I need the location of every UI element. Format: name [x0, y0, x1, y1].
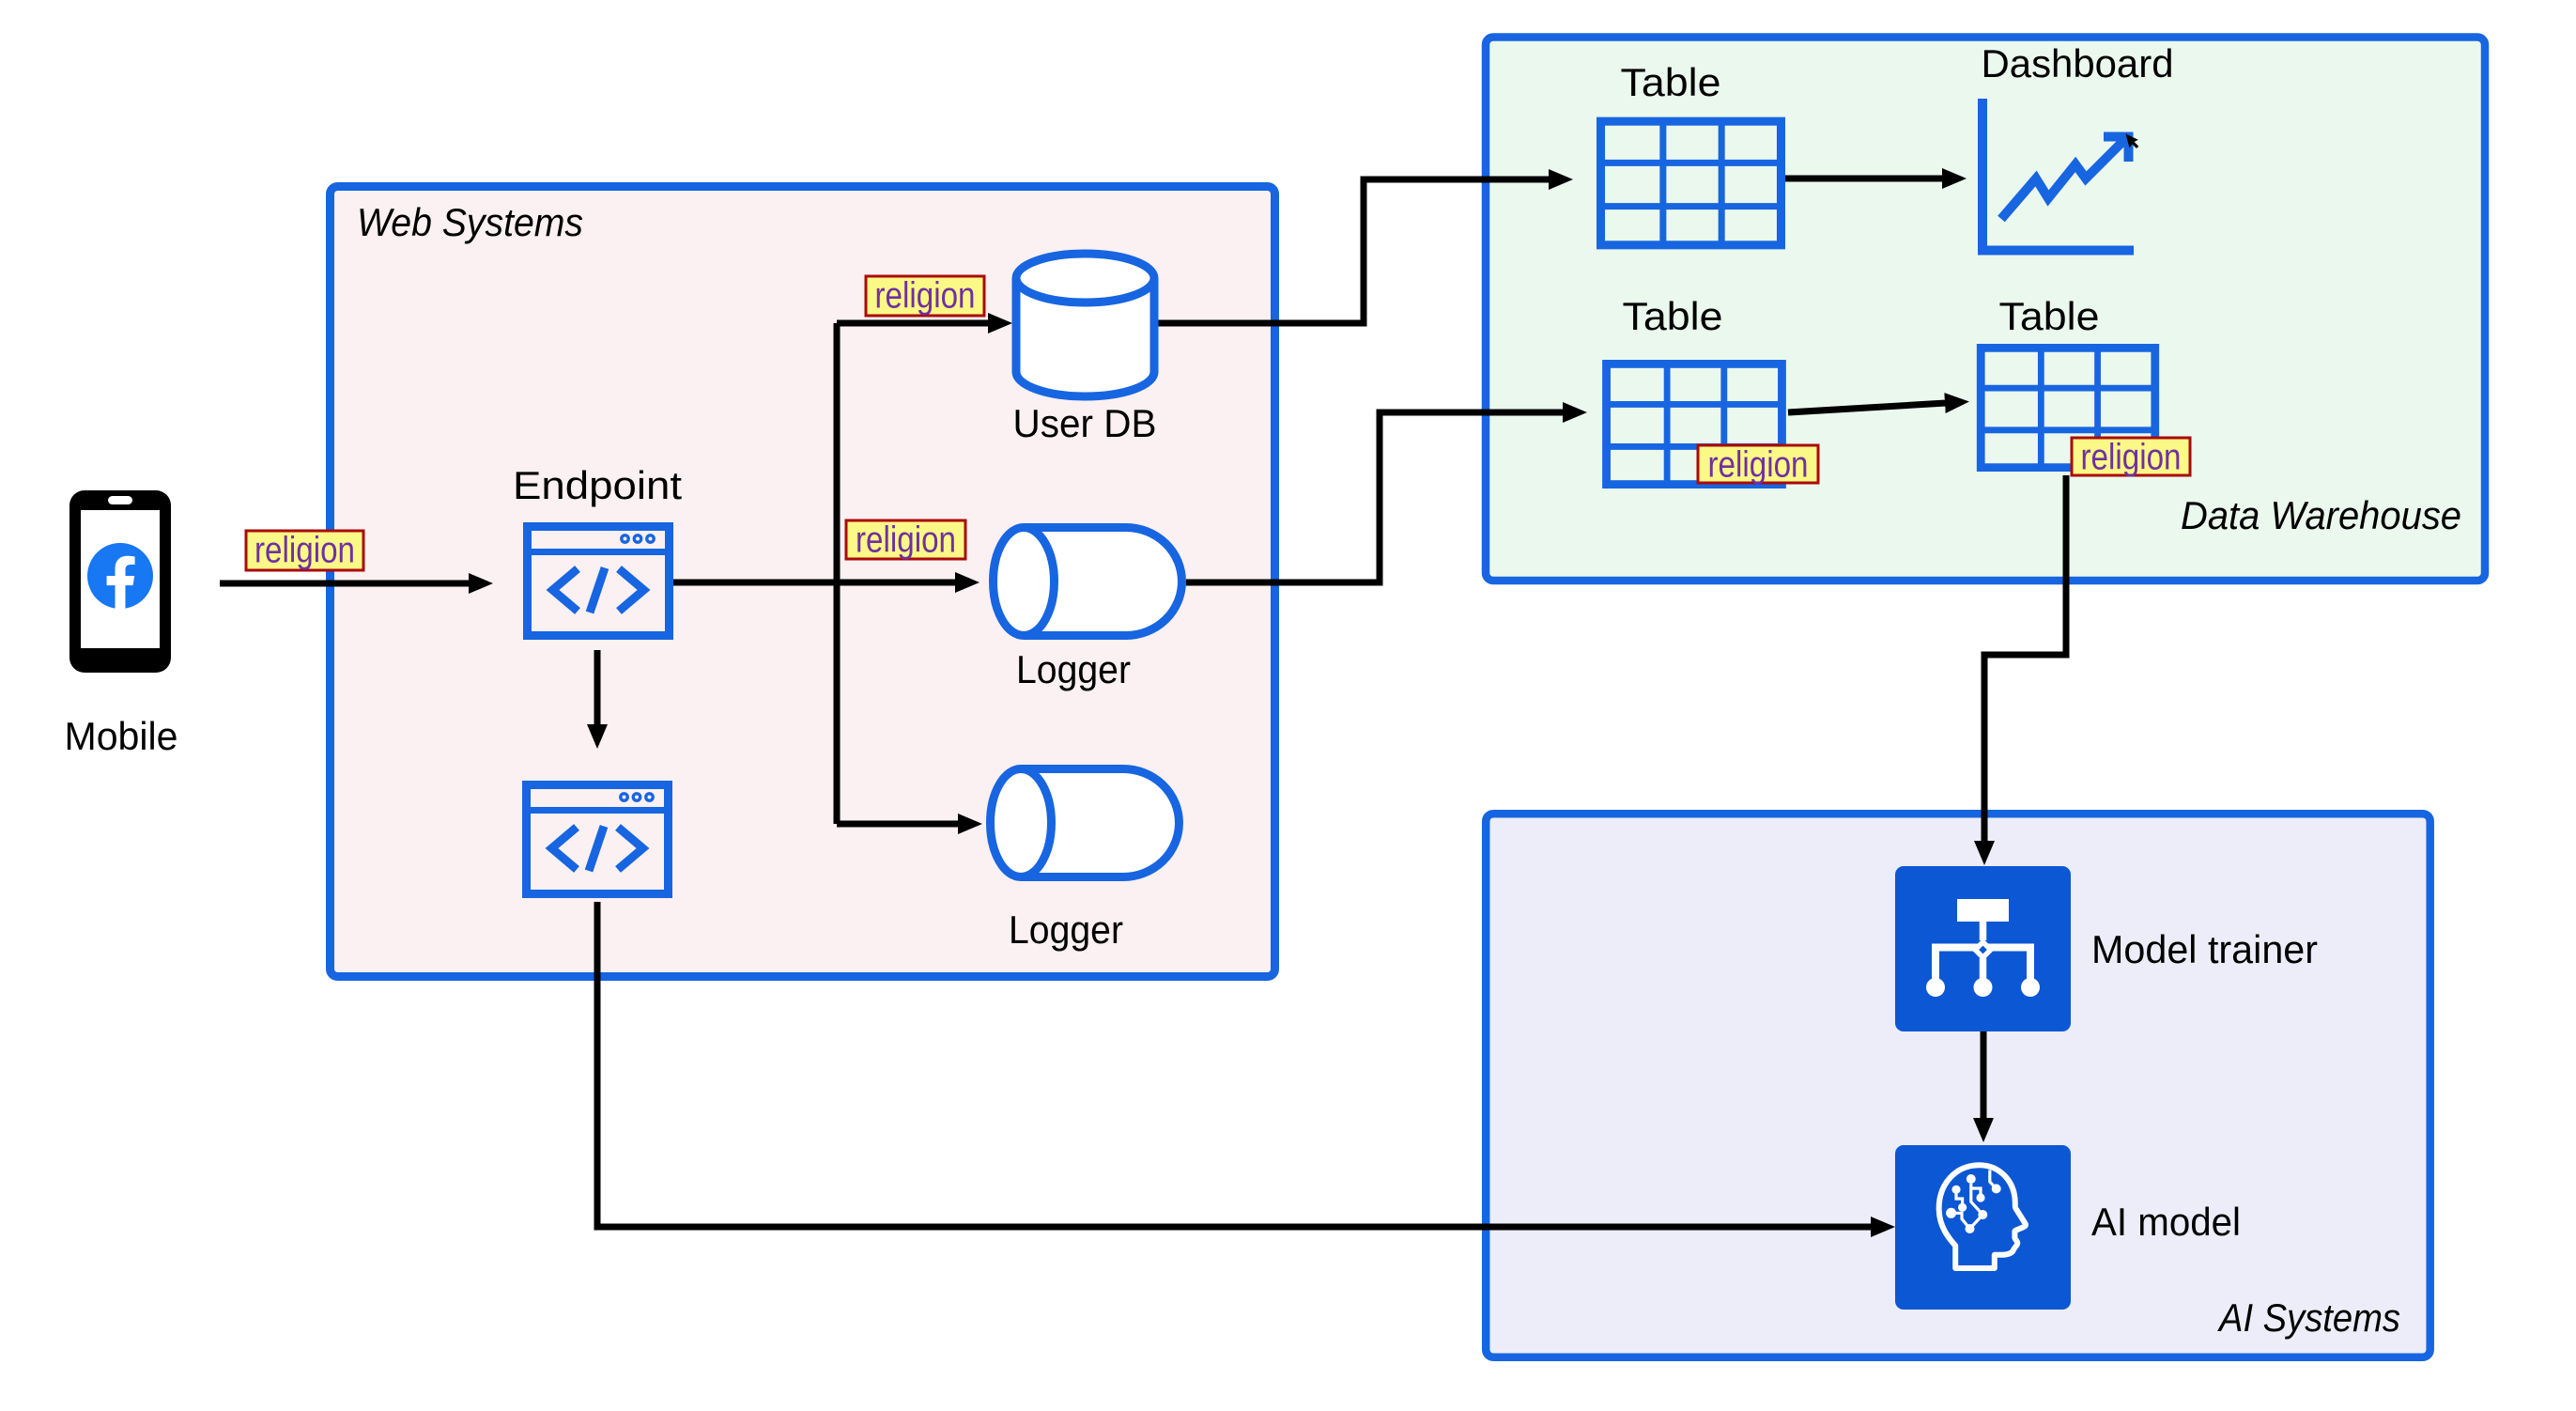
svg-text:Web Systems: Web Systems — [357, 200, 583, 244]
svg-text:religion: religion — [2081, 438, 2182, 478]
svg-text:religion: religion — [856, 520, 956, 561]
svg-text:Table: Table — [1621, 60, 1721, 104]
svg-text:religion: religion — [875, 276, 976, 317]
svg-text:Table: Table — [1999, 294, 2100, 338]
svg-text:Model trainer: Model trainer — [2091, 927, 2318, 971]
svg-text:Endpoint: Endpoint — [513, 463, 682, 507]
svg-text:religion: religion — [255, 531, 355, 571]
svg-text:AI model: AI model — [2091, 1200, 2241, 1244]
svg-text:Data Warehouse: Data Warehouse — [2181, 493, 2461, 537]
svg-text:User DB: User DB — [1013, 401, 1157, 445]
svg-text:AI Systems: AI Systems — [2216, 1295, 2400, 1340]
svg-text:Mobile: Mobile — [65, 714, 178, 758]
svg-text:Dashboard: Dashboard — [1982, 41, 2174, 85]
svg-text:Logger: Logger — [1009, 907, 1123, 952]
svg-text:Table: Table — [1623, 294, 1723, 338]
svg-text:religion: religion — [1708, 445, 1809, 486]
svg-text:Logger: Logger — [1016, 647, 1131, 691]
